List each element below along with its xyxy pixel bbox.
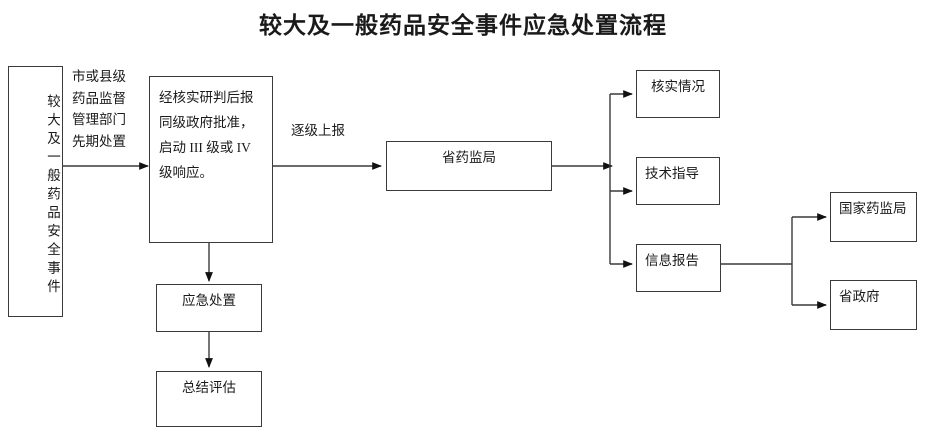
node-national-bureau-label: 国家药监局: [839, 201, 907, 216]
edge-label-initial-handling: 市或县级 药品监督 管理部门 先期处置: [72, 69, 126, 149]
node-process-main-label: 经核实研判后报 同级政府批准， 启动 III 级或 IV 级响应。: [159, 90, 254, 180]
node-process-main[interactable]: 经核实研判后报 同级政府批准， 启动 III 级或 IV 级响应。: [149, 76, 273, 243]
node-provincial-bureau[interactable]: 省药监局: [386, 141, 552, 191]
node-verify-situation-label: 核实情况: [651, 79, 705, 94]
node-incident-label: 较大及一般药品安全事件: [45, 93, 60, 298]
node-verify-situation[interactable]: 核实情况: [636, 70, 720, 118]
node-technical-guidance-label: 技术指导: [645, 166, 699, 181]
node-provincial-government[interactable]: 省政府: [830, 280, 917, 330]
edge-label-report-upward: 逐级上报: [291, 123, 345, 138]
node-provincial-bureau-label: 省药监局: [442, 150, 496, 165]
node-national-bureau[interactable]: 国家药监局: [830, 192, 917, 242]
node-summary-evaluation-label: 总结评估: [182, 380, 236, 395]
node-technical-guidance[interactable]: 技术指导: [636, 157, 720, 205]
node-information-report[interactable]: 信息报告: [636, 244, 721, 292]
node-provincial-government-label: 省政府: [839, 289, 880, 304]
node-emergency-response[interactable]: 应急处置: [156, 284, 262, 332]
page-title: 较大及一般药品安全事件应急处置流程: [259, 13, 667, 38]
node-information-report-label: 信息报告: [645, 253, 699, 268]
node-incident[interactable]: 较大及一般药品安全事件: [8, 66, 63, 317]
node-emergency-response-label: 应急处置: [182, 293, 236, 308]
node-summary-evaluation[interactable]: 总结评估: [156, 371, 262, 427]
